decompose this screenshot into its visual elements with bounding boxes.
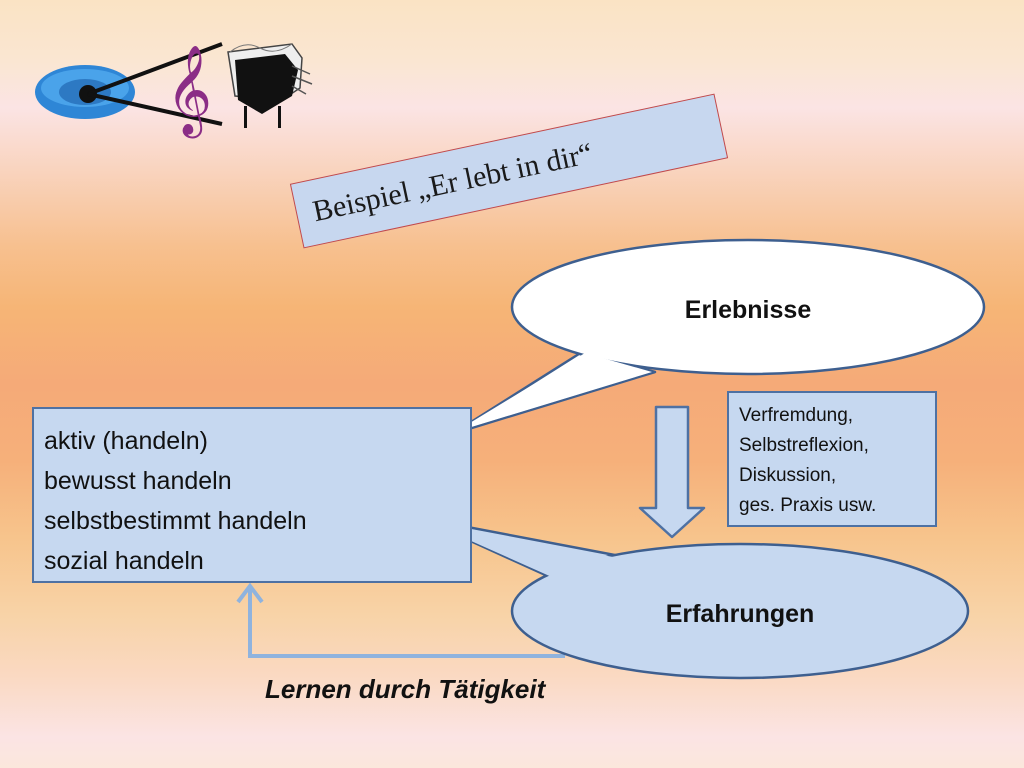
bubble-erlebnisse-label: Erlebnisse	[685, 296, 812, 324]
down-arrow-icon	[638, 405, 706, 539]
methods-box: Verfremdung, Selbstreflexion, Diskussion…	[727, 391, 937, 527]
activity-item: bewusst handeln	[44, 467, 232, 495]
method-item: Diskussion,	[739, 465, 837, 486]
activity-list-box: aktiv (handeln) bewusst handeln selbstbe…	[32, 407, 472, 583]
piano-icon	[227, 43, 313, 128]
bubble-erfahrungen-label: Erfahrungen	[666, 600, 815, 628]
activity-item: aktiv (handeln)	[44, 427, 208, 455]
logo: 𝄞	[35, 42, 313, 139]
svg-text:𝄞: 𝄞	[166, 45, 212, 139]
treble-clef-icon: 𝄞	[166, 45, 212, 139]
method-item: Selbstreflexion,	[739, 435, 869, 456]
activity-item: sozial handeln	[44, 547, 204, 575]
method-item: Verfremdung,	[739, 405, 854, 426]
activity-item: selbstbestimmt handeln	[44, 507, 307, 535]
bubble-erlebnisse: Erlebnisse	[450, 238, 986, 436]
method-item: ges. Praxis usw.	[739, 495, 877, 516]
return-arrow	[236, 582, 565, 658]
caption: Lernen durch Tätigkeit	[265, 674, 546, 704]
